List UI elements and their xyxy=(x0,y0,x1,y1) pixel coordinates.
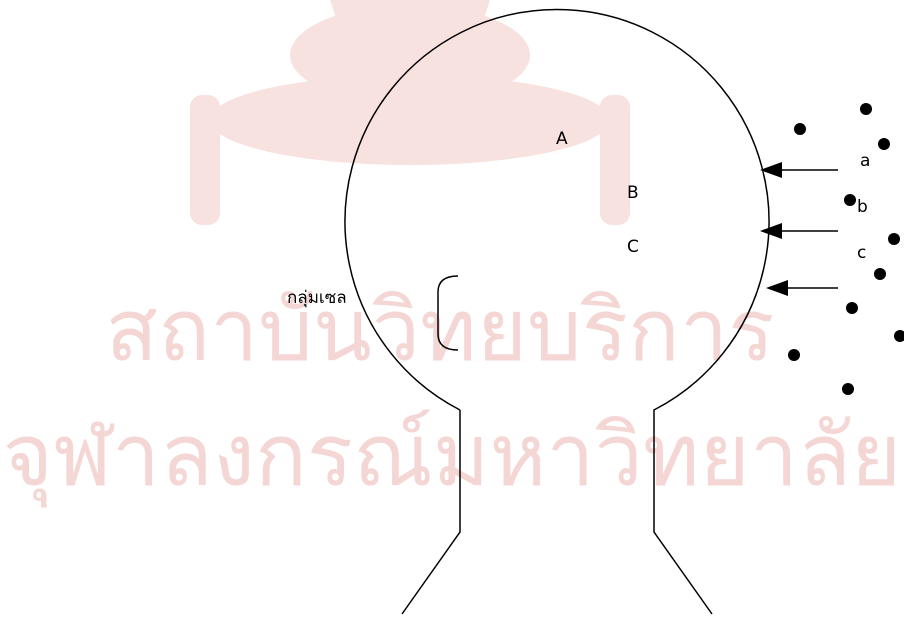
label-cell-group: กลุ่มเซล xyxy=(287,288,347,308)
label-region-c: C xyxy=(627,237,639,257)
particle xyxy=(860,103,872,115)
particle xyxy=(842,383,854,395)
particle xyxy=(888,233,900,245)
watermark-emblem xyxy=(190,0,630,225)
label-arrow-c: c xyxy=(857,243,866,263)
particles xyxy=(788,103,904,395)
label-arrow-b: b xyxy=(857,197,868,217)
particle xyxy=(874,268,886,280)
particle xyxy=(844,194,856,206)
label-region-b: B xyxy=(627,183,639,203)
label-region-a: A xyxy=(556,129,568,149)
label-arrow-a: a xyxy=(860,151,870,171)
arrow-b xyxy=(760,223,838,239)
particle xyxy=(794,123,806,135)
arrow-c xyxy=(766,280,838,296)
particle xyxy=(846,302,858,314)
particle xyxy=(894,330,904,342)
particle xyxy=(788,349,800,361)
watermark-line-2: จุฬาลงกรณ์มหาวิทยาลัย xyxy=(3,406,902,508)
watermark-line-1: สถาบันวิทยบริการ xyxy=(106,281,775,381)
particle xyxy=(878,138,890,150)
arrow-a xyxy=(760,162,838,178)
